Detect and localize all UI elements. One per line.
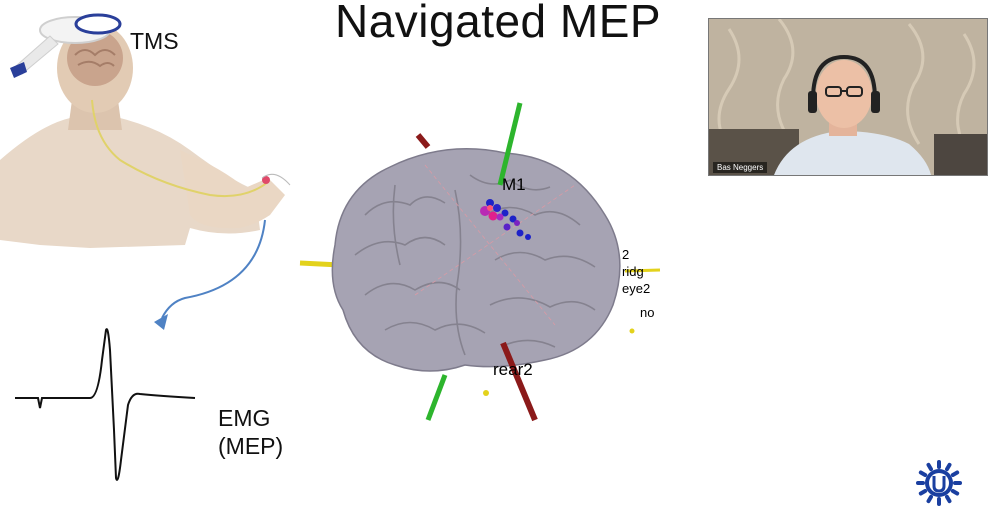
axis-green-bottom bbox=[425, 374, 448, 421]
participant-video-feed bbox=[709, 19, 987, 175]
label-rear2: rear2 bbox=[493, 360, 533, 379]
fiducial-dot bbox=[629, 328, 635, 334]
emg-label-line1: EMG bbox=[218, 405, 271, 431]
tms-label: TMS bbox=[130, 28, 179, 54]
axis-green-top bbox=[497, 102, 523, 186]
tms-body-illustration bbox=[0, 13, 291, 248]
video-call-tile[interactable]: Bas Neggers bbox=[708, 18, 988, 176]
emg-waveform bbox=[15, 328, 196, 481]
axis-yellow-right bbox=[624, 268, 661, 273]
axis-red-back bbox=[415, 133, 431, 149]
tms-coil-icon bbox=[10, 13, 122, 78]
participant-name-tag: Bas Neggers bbox=[713, 162, 768, 173]
slide-title: Navigated MEP bbox=[335, 0, 662, 47]
emg-label: EMG (MEP) bbox=[218, 404, 283, 460]
axis-red-front bbox=[500, 341, 538, 422]
university-logo-icon bbox=[916, 460, 962, 506]
brain-3d-view[interactable]: M1 rear2 2 ridg eye2 no bbox=[295, 95, 665, 425]
fiducial-dot bbox=[483, 390, 489, 396]
emg-label-line2: (MEP) bbox=[218, 433, 284, 459]
curved-arrow-icon bbox=[154, 219, 266, 330]
label-ridge: ridg bbox=[622, 264, 644, 279]
label-fragment-2: 2 bbox=[622, 247, 629, 262]
label-nose: no bbox=[640, 305, 654, 320]
label-eye2: eye2 bbox=[622, 281, 650, 296]
stimulation-hotspots bbox=[480, 199, 531, 240]
brain-surface bbox=[331, 148, 621, 372]
label-m1: M1 bbox=[502, 175, 526, 194]
